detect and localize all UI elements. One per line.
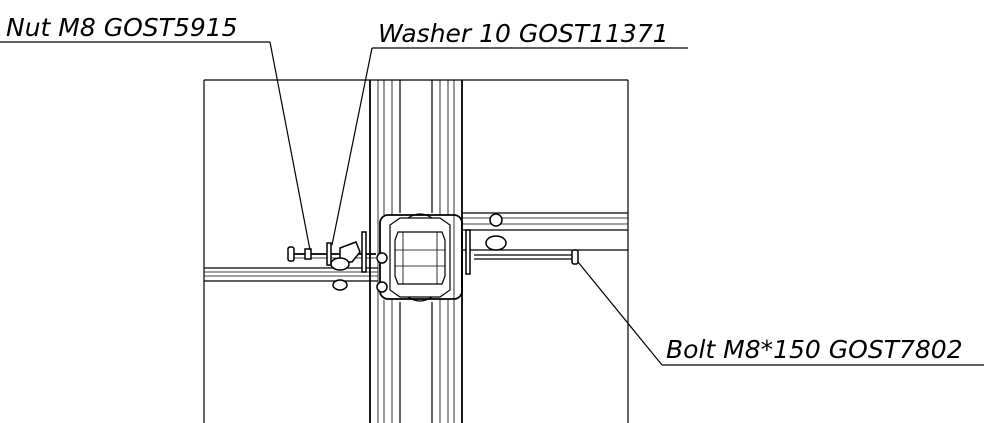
nut-icon [304,248,312,260]
vertical-profile [369,80,463,423]
callout-nut: Nut M8 GOST5915 [0,13,311,251]
left-horizontal-profile [204,267,378,282]
right-fastener [465,213,579,275]
nut-label: Nut M8 GOST5915 [6,13,238,42]
corner-connector [379,213,463,302]
left-fastener [287,231,388,293]
washer-label: Washer 10 GOST11371 [378,19,669,48]
bolt-head-icon [571,249,579,265]
washer-icon [326,242,332,266]
bolt-label: Bolt M8*150 GOST7802 [666,335,963,364]
nut-head [287,246,295,262]
frame-outline [203,79,629,423]
callout-bolt: Bolt M8*150 GOST7802 [577,261,984,366]
callout-washer: Washer 10 GOST11371 [331,19,688,246]
right-plate [465,229,471,275]
left-plate [361,231,367,273]
